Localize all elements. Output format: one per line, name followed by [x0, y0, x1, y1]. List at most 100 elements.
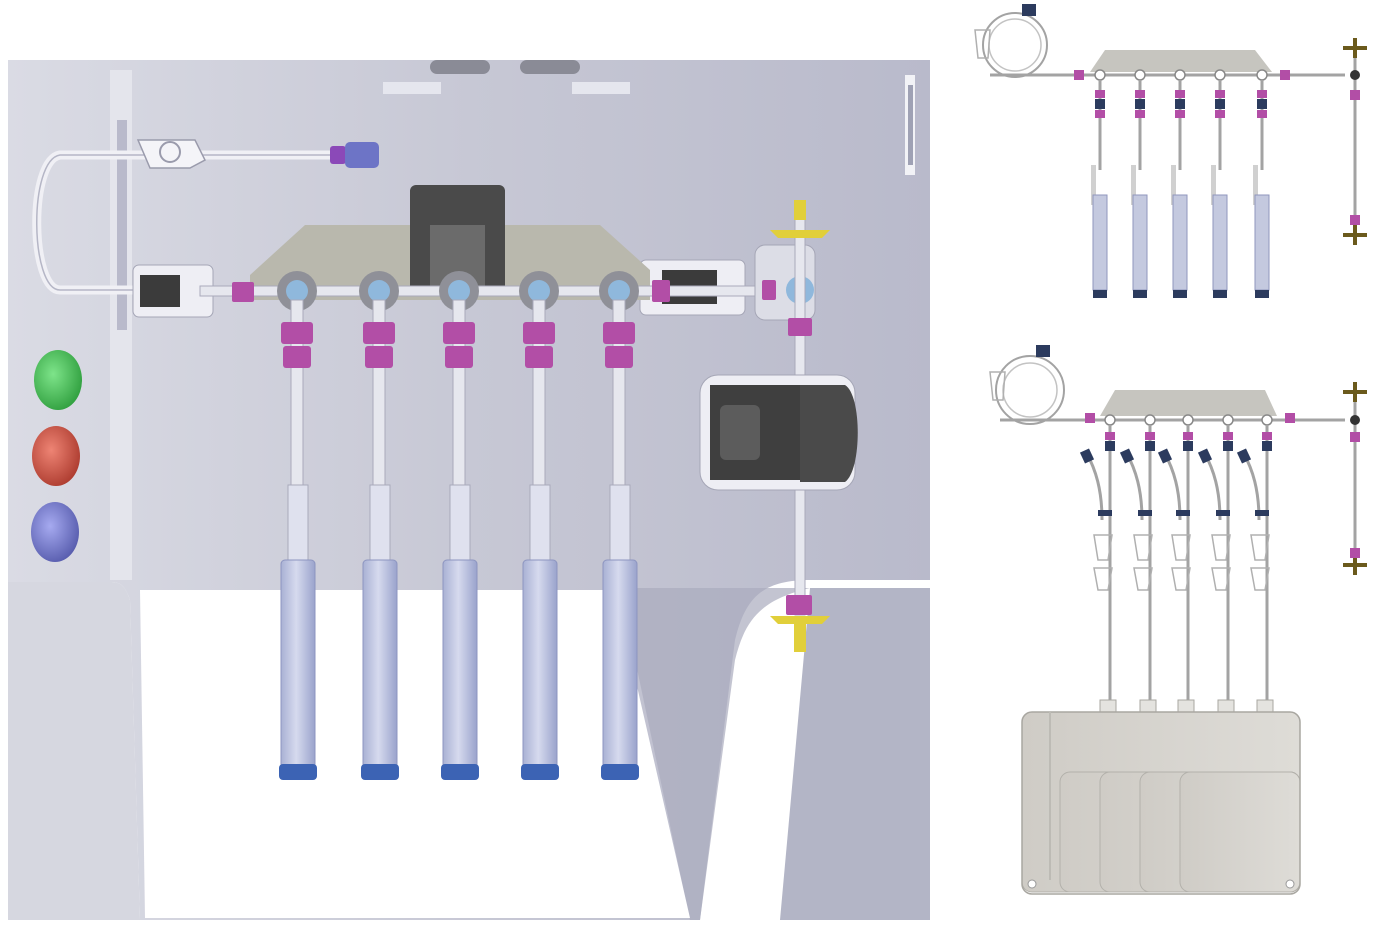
top-knob-right [520, 60, 580, 74]
schem-top-conn-l [1074, 70, 1084, 80]
schem-top-conn-b [1257, 99, 1267, 109]
schem-bot-manifold [1100, 390, 1277, 416]
syringe-connector-upper [523, 322, 555, 344]
syringe-barrel [362, 559, 398, 771]
syringe-plunger [449, 484, 471, 566]
schem-bot-bag-port [1217, 699, 1235, 713]
syringe-barrel [442, 559, 478, 771]
filter-bottom-cap [794, 624, 806, 652]
schem-bot-conn-a [1223, 432, 1233, 440]
schem-bot-drip-2 [1093, 567, 1113, 591]
connector-right-2 [788, 318, 812, 336]
schem-top-plunger [1211, 165, 1216, 205]
syringe-plunger [609, 484, 631, 566]
green-button[interactable] [34, 350, 82, 410]
device-lower-shadow [620, 588, 810, 920]
schem-bot-side-cap [1079, 448, 1095, 464]
connector-right-3 [786, 595, 812, 615]
manifold-port [528, 280, 550, 302]
schem-top-barrel [1172, 194, 1188, 291]
syringe-cap [361, 764, 399, 780]
schem-bot-bag-port [1177, 699, 1195, 713]
pump-latch [720, 405, 760, 460]
schem-bot-side-tube [1202, 451, 1222, 521]
schem-top-conn-c [1215, 110, 1225, 118]
schem-bot-drip-2 [1250, 567, 1270, 591]
connector-mid-left [232, 282, 254, 302]
right-hook-2 [908, 85, 913, 165]
schem-bot-drip [1250, 534, 1270, 561]
inlet-tubing-loop-edge [36, 154, 330, 291]
schem-top-conn-a [1095, 90, 1105, 98]
schem-top-conn-rt [1350, 90, 1360, 100]
schem-bot-conn-b [1223, 441, 1233, 451]
schem-top-conn-b [1175, 99, 1185, 109]
manifold-port [368, 280, 390, 302]
schem-bot-port [1144, 414, 1156, 426]
schem-top-coil-inner [988, 18, 1042, 72]
schem-bot-dripchamber [989, 371, 1006, 401]
schem-top-filter-bottom [1343, 225, 1367, 245]
schem-top-barrel [1092, 194, 1108, 291]
schem-top-conn-b [1215, 99, 1225, 109]
filter-top [770, 230, 830, 238]
schem-bot-filter-top [1343, 382, 1367, 402]
filter-bottom [770, 616, 830, 624]
schem-bot-side-cap [1119, 448, 1135, 464]
syringe-barrel [280, 559, 316, 771]
schem-bot-conn-b [1183, 441, 1193, 451]
schem-bot-port [1104, 414, 1116, 426]
syringe-cap [521, 764, 559, 780]
schem-bot-port [1261, 414, 1273, 426]
schem-top-conn-r [1280, 70, 1290, 80]
syringe-cap [441, 764, 479, 780]
schem-top-manifold [1090, 50, 1272, 72]
schem-bot-side-tube [1124, 451, 1144, 521]
syringe-plunger [287, 484, 309, 566]
schem-bot-drip-2 [1133, 567, 1153, 591]
schem-bot-bag-port [1099, 699, 1117, 713]
schem-top-conn-a [1215, 90, 1225, 98]
schem-top-filter-top [1343, 38, 1367, 58]
schem-bot-side-cap [1157, 448, 1173, 464]
schem-bot-conn-r [1285, 413, 1295, 423]
schem-bot-conn-b [1262, 441, 1272, 451]
schem-bot-port [1222, 414, 1234, 426]
red-button[interactable] [32, 426, 80, 486]
inlet-cap [345, 142, 379, 168]
schem-top-conn-c [1175, 110, 1185, 118]
schem-bot-bag-hole-r [1285, 879, 1295, 889]
schem-bot-conn-b [1105, 441, 1115, 451]
schem-bot-drip-2 [1171, 567, 1191, 591]
syringe-connector-lower [605, 346, 633, 368]
syringe-cap [601, 764, 639, 780]
schem-bot-side-tube [1162, 451, 1182, 521]
schem-bot-bag-port [1256, 699, 1274, 713]
schem-top-barrel [1132, 194, 1148, 291]
schem-top-cap [1173, 290, 1187, 298]
schem-bot-clamp [1176, 510, 1190, 516]
schem-bot-bag-port [1139, 699, 1157, 713]
manifold-port [286, 280, 308, 302]
connector-right-1 [762, 280, 776, 300]
left-rail-slot [117, 120, 127, 330]
schem-top-cap [1255, 290, 1269, 298]
schem-top-conn-a [1135, 90, 1145, 98]
syringe-connector-lower [283, 346, 311, 368]
schem-top-conn-b [1095, 99, 1105, 109]
schem-bot-conn-l [1085, 413, 1095, 423]
blue-button[interactable] [31, 502, 79, 562]
schem-top-cap [1213, 290, 1227, 298]
top-slot-right [572, 82, 630, 94]
filter-top-cap [794, 200, 806, 220]
schem-bot-drip [1211, 534, 1231, 561]
schem-top-dripchamber [974, 29, 991, 59]
device-left-leg [8, 582, 140, 920]
schem-top-port [1134, 69, 1146, 81]
schem-top-conn-c [1135, 110, 1145, 118]
roller-clamp-wheel [159, 141, 181, 163]
schem-bot-conn-b [1145, 441, 1155, 451]
schem-top-plunger [1131, 165, 1136, 205]
schem-top-port [1094, 69, 1106, 81]
